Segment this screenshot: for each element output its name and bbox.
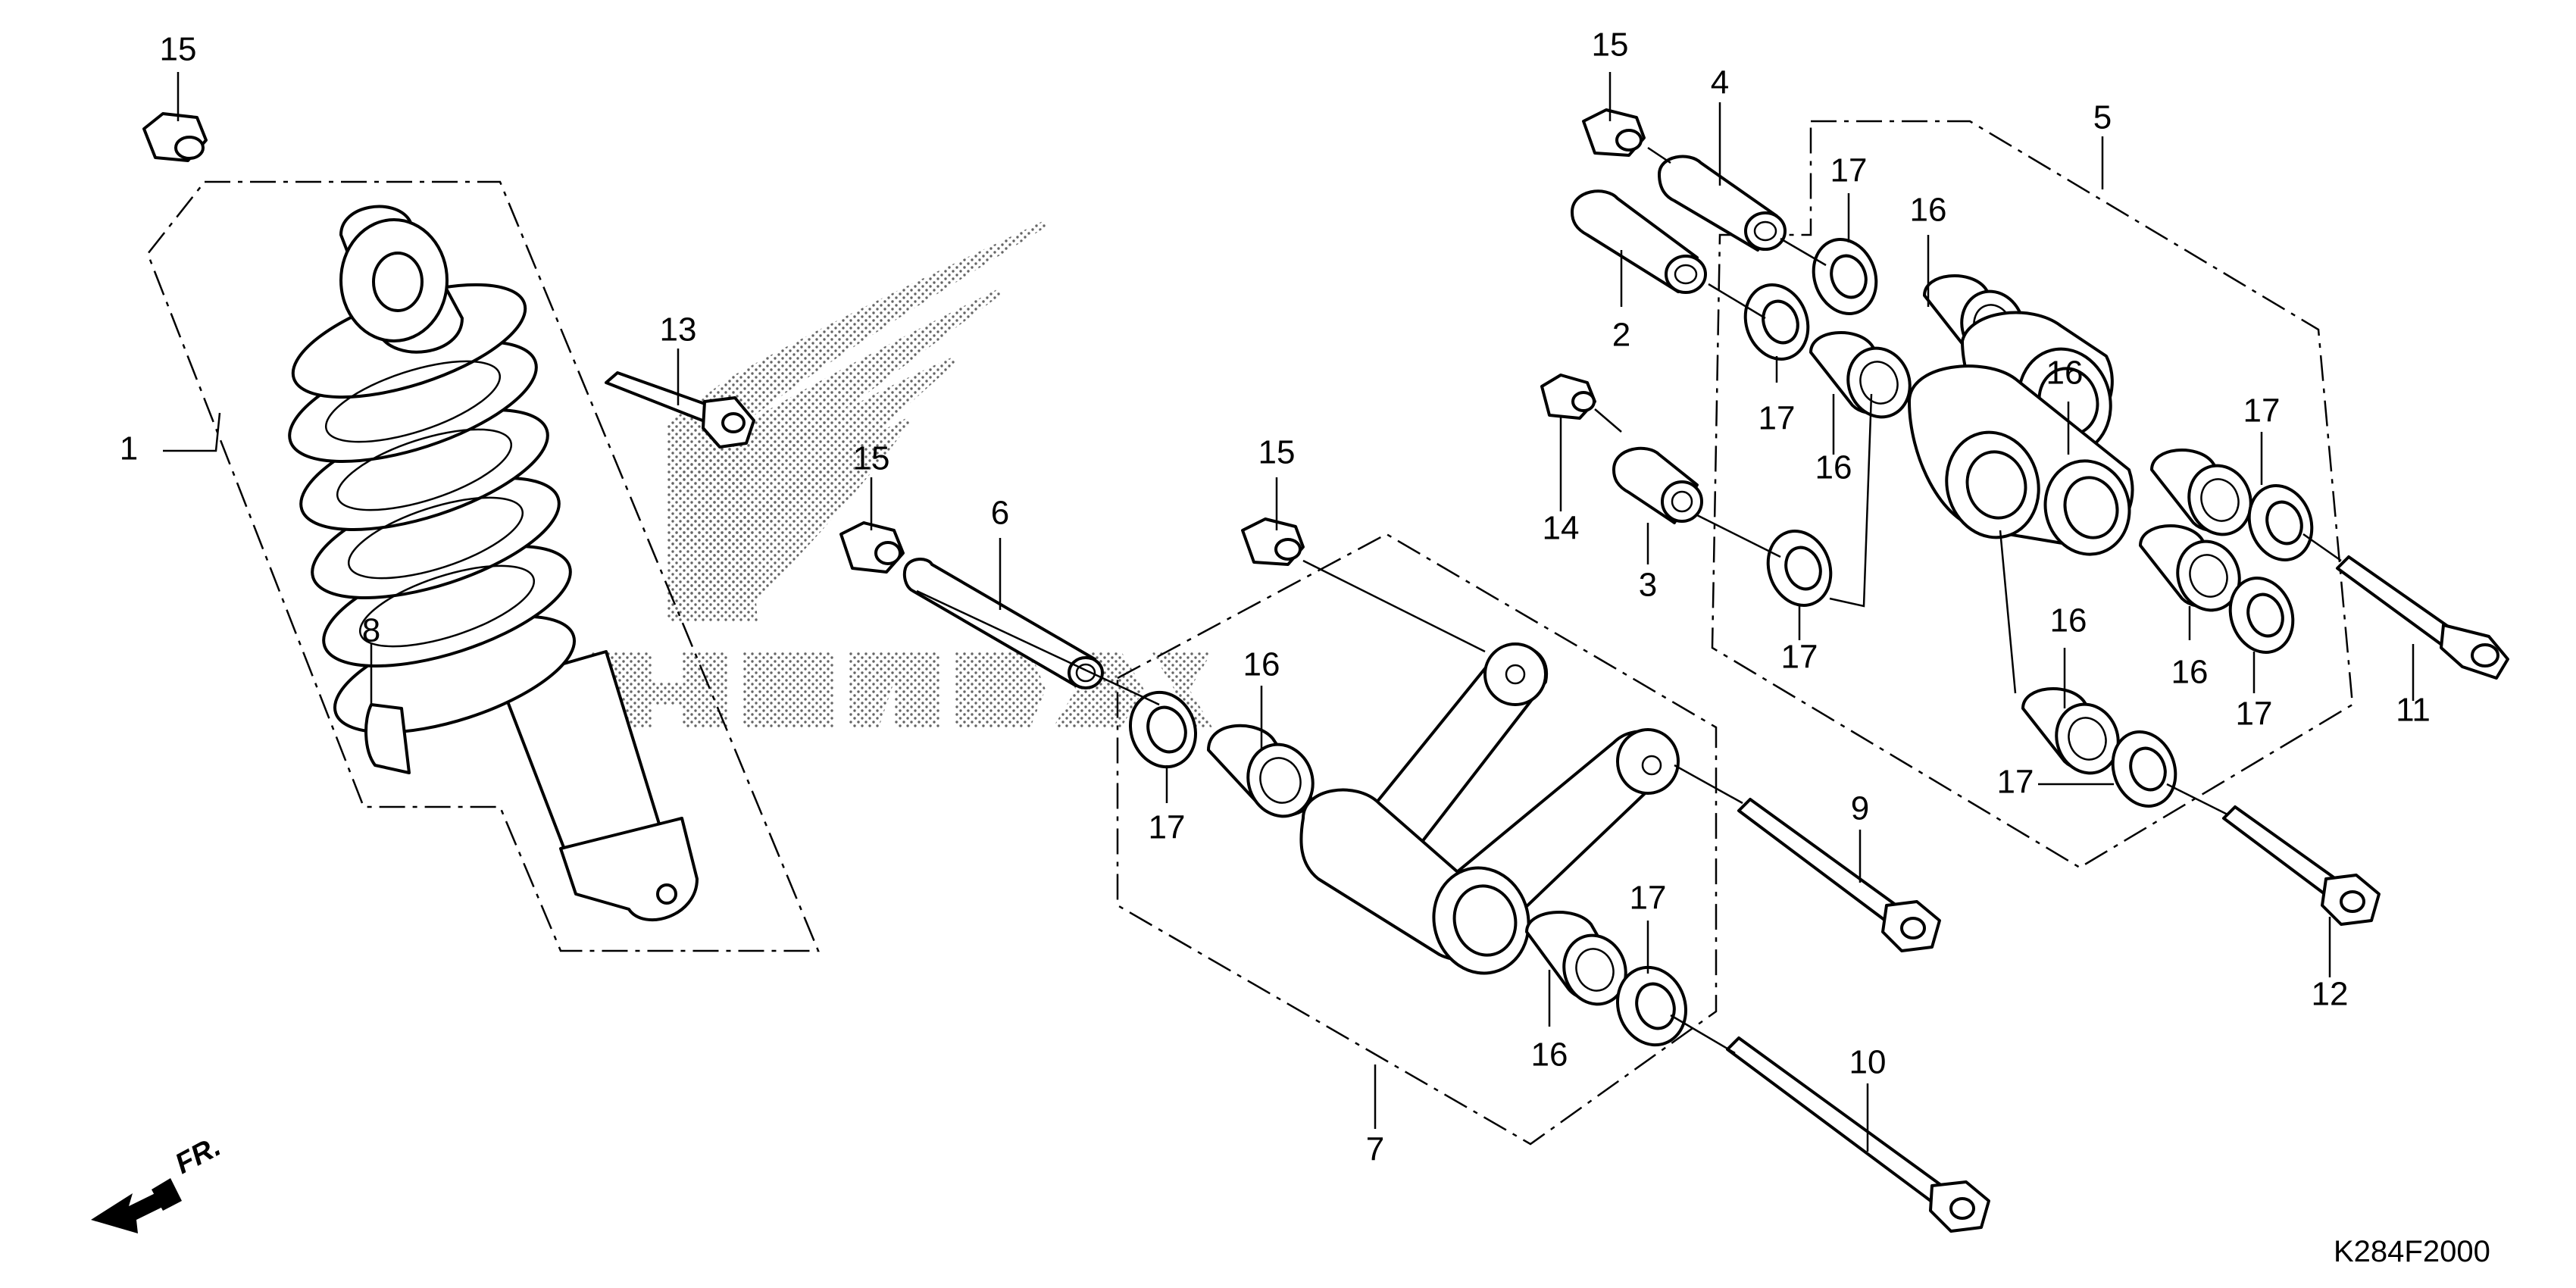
rear-shock-absorber[interactable] xyxy=(276,205,699,922)
callout-8: 8 xyxy=(362,612,380,649)
needle-bearing-16-arm-bottom[interactable] xyxy=(2021,687,2127,782)
callout-16: 16 xyxy=(1910,192,1947,229)
dust-seal-17-rod-right[interactable] xyxy=(1607,958,1696,1055)
flange-nut-15-top-left[interactable] xyxy=(142,112,208,162)
needle-bearing-16-rod-left[interactable] xyxy=(1207,724,1323,826)
callout-16: 16 xyxy=(2171,654,2209,691)
dust-seal-17-arm-bottom[interactable] xyxy=(2102,723,2185,814)
flange-nut-14[interactable] xyxy=(1540,374,1596,420)
bolt-13[interactable] xyxy=(605,371,755,449)
callout-17: 17 xyxy=(1149,809,1186,846)
needle-bearing-16-arm-right-upper[interactable] xyxy=(2150,449,2260,543)
callout-2: 2 xyxy=(1612,317,1630,354)
needle-bearing-16-arm-left[interactable] xyxy=(1809,331,1919,426)
callout-4: 4 xyxy=(1711,64,1729,102)
dust-seal-17-arm-right-lower[interactable] xyxy=(2220,569,2302,661)
shock-assembly-outline xyxy=(146,180,820,952)
connecting-rod-outline xyxy=(1116,533,1718,1146)
callout-16: 16 xyxy=(1531,1036,1568,1074)
flange-nut-15-center[interactable] xyxy=(839,521,905,574)
leader-lines xyxy=(163,72,2415,1152)
callout-3: 3 xyxy=(1639,567,1657,604)
bolt-9[interactable] xyxy=(1737,798,1941,952)
callout-15: 15 xyxy=(853,440,890,477)
callout-16: 16 xyxy=(2046,355,2084,392)
callout-17: 17 xyxy=(1997,764,2034,801)
callout-17: 17 xyxy=(1781,639,1818,676)
callout-14: 14 xyxy=(1543,510,1580,547)
warning-label-8[interactable] xyxy=(364,703,411,774)
bolt-12[interactable] xyxy=(2222,805,2381,926)
arrow-front-icon: FR. xyxy=(91,1130,226,1233)
dust-seal-17-arm-upper-left[interactable] xyxy=(1735,276,1818,367)
callout-17: 17 xyxy=(2243,392,2281,430)
dust-seal-17-arm-right-upper[interactable] xyxy=(2239,477,2321,568)
dust-seal-17-arm-middle-left[interactable] xyxy=(1758,522,1840,614)
flange-nut-15-top-right[interactable] xyxy=(1582,108,1646,157)
callout-7: 7 xyxy=(1366,1131,1384,1168)
dust-seal-17-arm-top[interactable] xyxy=(1803,230,1886,322)
dust-seal-17-rod-left[interactable] xyxy=(1120,683,1205,777)
cushion-connecting-rod-7[interactable] xyxy=(1299,642,1680,984)
collar-3[interactable] xyxy=(1612,446,1703,524)
callout-16: 16 xyxy=(1243,646,1280,683)
front-direction-label: FR. xyxy=(170,1130,227,1180)
wing-logo-icon xyxy=(591,220,1212,727)
needle-bearing-16-arm-right-lower[interactable] xyxy=(2139,524,2249,619)
cushion-arm-5[interactable] xyxy=(1908,311,2140,564)
bolt-11[interactable] xyxy=(2336,555,2509,680)
callout-5: 5 xyxy=(2093,99,2112,136)
bolt-10[interactable] xyxy=(1726,1036,1990,1233)
callout-17: 17 xyxy=(2236,696,2273,733)
callout-15: 15 xyxy=(1592,27,1629,64)
callout-12: 12 xyxy=(2312,976,2349,1013)
callout-13: 13 xyxy=(660,311,697,349)
callout-17: 17 xyxy=(1830,152,1868,189)
needle-bearing-16-rod-right[interactable] xyxy=(1525,911,1635,1013)
callout-1: 1 xyxy=(120,430,138,467)
callout-17: 17 xyxy=(1758,400,1796,437)
flange-nut-15-rod[interactable] xyxy=(1241,517,1305,566)
collar-2[interactable] xyxy=(1571,189,1707,294)
collar-4[interactable] xyxy=(1658,155,1787,252)
callout-15: 15 xyxy=(1258,434,1296,471)
callout-16: 16 xyxy=(1815,449,1852,486)
callout-17: 17 xyxy=(1630,880,1667,917)
diagram-reference-code: K284F2000 xyxy=(2334,1235,2490,1268)
callout-11: 11 xyxy=(2396,692,2431,729)
callout-15: 15 xyxy=(160,31,197,68)
callout-9: 9 xyxy=(1851,790,1869,827)
callout-labels: 15 1 8 13 15 6 15 16 17 7 16 17 9 10 15 … xyxy=(120,27,2431,1168)
callout-10: 10 xyxy=(1849,1044,1887,1081)
callout-16: 16 xyxy=(2050,602,2087,639)
callout-6: 6 xyxy=(991,495,1009,532)
